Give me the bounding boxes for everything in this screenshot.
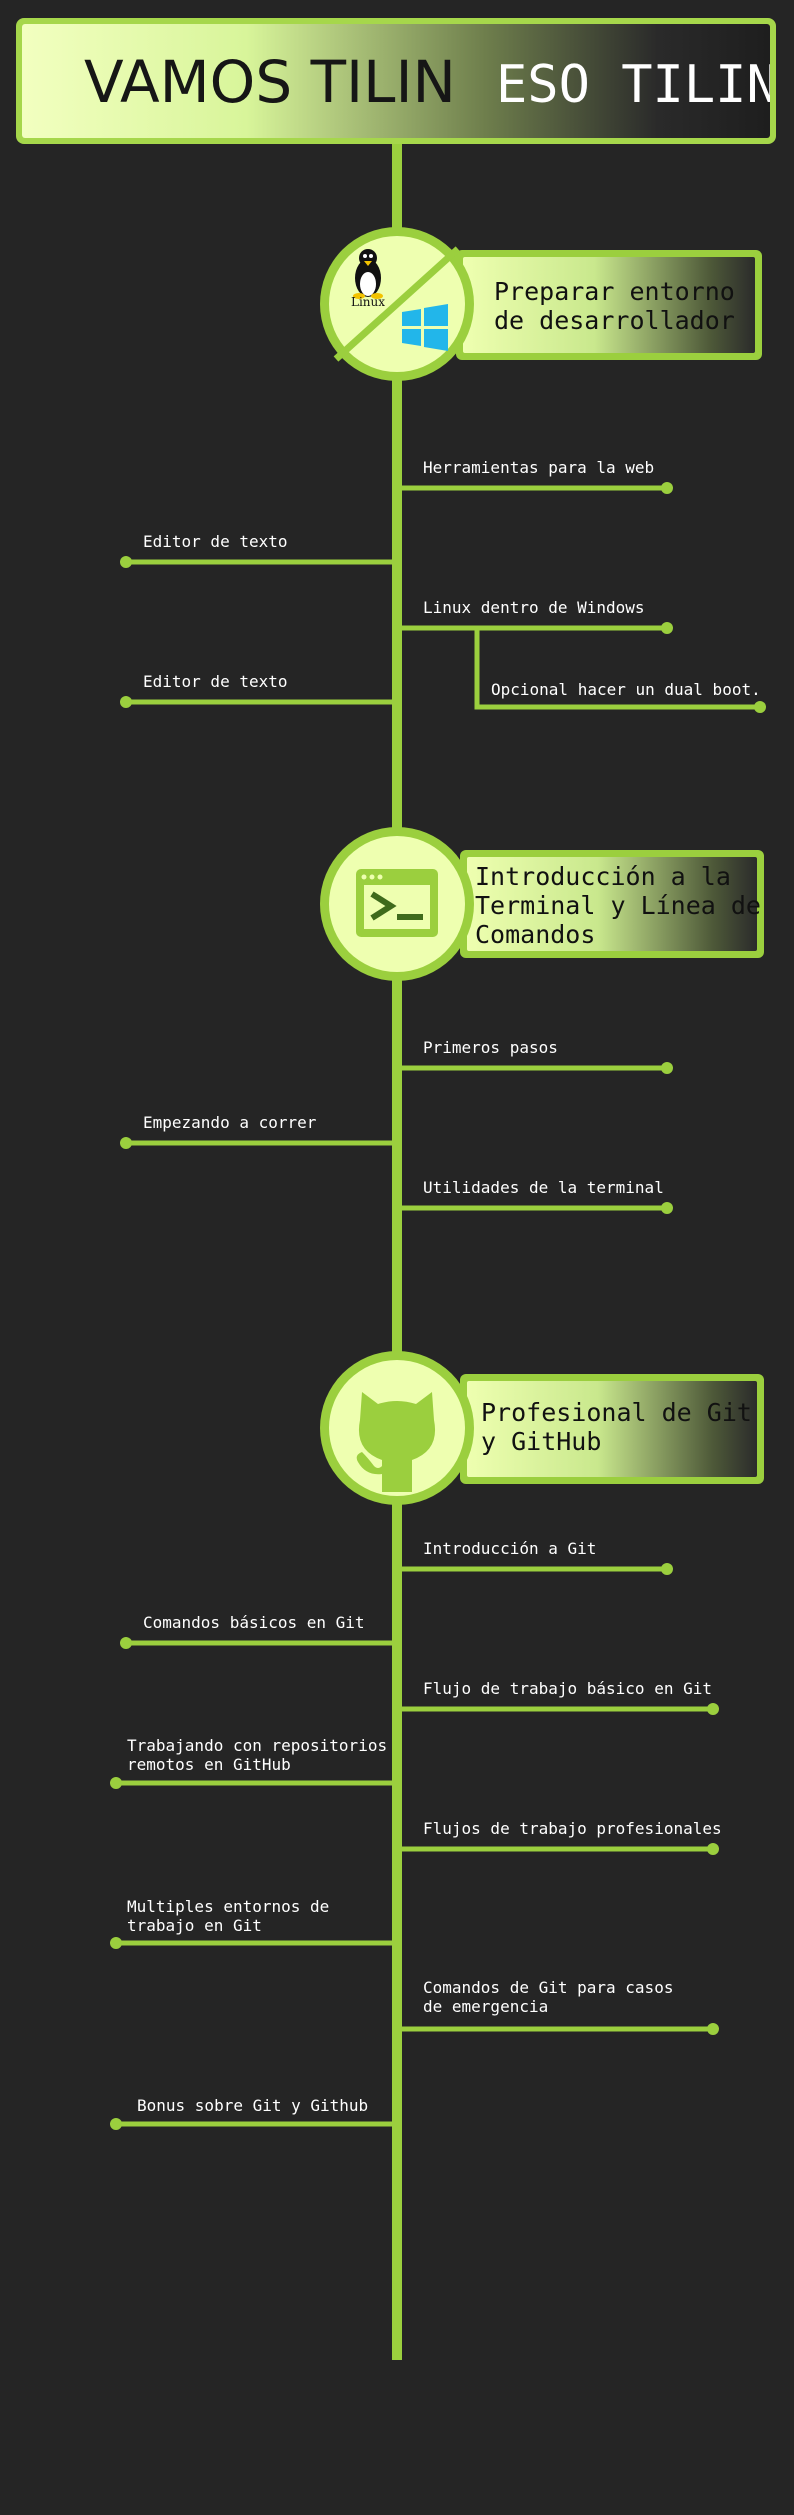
item-primeros-pasos: Primeros pasos xyxy=(423,1038,558,1057)
section-environment: Preparar entorno de desarrollador Linux xyxy=(120,227,766,713)
section-2-heading-fill xyxy=(467,857,757,951)
item-empezando-correr: Empezando a correr xyxy=(143,1113,317,1132)
item-bonus-git: Bonus sobre Git y Github xyxy=(137,2096,368,2115)
github-icon xyxy=(320,1351,474,1505)
title-banner-fill xyxy=(22,24,770,138)
item-flujo-basico: Flujo de trabajo básico en Git xyxy=(423,1679,712,1698)
section-3-heading: Profesional de Git y GitHub xyxy=(481,1398,767,1456)
section-git: Profesional de Git y GitHub Introducción… xyxy=(110,1351,767,2130)
tux-penguin-icon xyxy=(353,249,383,299)
item-comandos-emergencia: Comandos de Git para casos de emergencia xyxy=(423,1978,683,2016)
section-terminal: Introducción a la Terminal y Línea de Co… xyxy=(120,827,776,1214)
section-2-heading: Introducción a la Terminal y Línea de Co… xyxy=(475,862,776,949)
section-1-heading-fill xyxy=(463,257,755,353)
title-part2: ESO TILIN xyxy=(496,55,778,115)
item-herramientas-web: Herramientas para la web xyxy=(423,458,654,477)
item-flujos-profesionales: Flujos de trabajo profesionales xyxy=(423,1819,722,1838)
item-linux-windows: Linux dentro de Windows xyxy=(423,598,645,617)
item-repositorios-remotos: Trabajando con repositorios remotos en G… xyxy=(127,1736,397,1774)
title-banner: VAMOS TILIN ESO TILIN xyxy=(16,18,778,144)
item-dual-boot: Opcional hacer un dual boot. xyxy=(491,680,761,699)
linux-windows-icon: Linux xyxy=(320,227,474,381)
windows-logo-icon xyxy=(402,304,448,351)
item-editor-texto-2: Editor de texto xyxy=(143,672,288,691)
terminal-icon xyxy=(320,827,474,981)
section-1-heading: Preparar entorno de desarrollador xyxy=(494,277,750,335)
item-editor-texto-1: Editor de texto xyxy=(143,532,288,551)
item-introduccion-git: Introducción a Git xyxy=(423,1539,596,1558)
item-utilidades-terminal: Utilidades de la terminal xyxy=(423,1178,664,1197)
linux-label: Linux xyxy=(351,295,385,309)
item-multiples-entornos: Multiples entornos de trabajo en Git xyxy=(127,1897,339,1935)
section-3-heading-fill xyxy=(467,1381,757,1477)
title-part1: VAMOS TILIN xyxy=(84,48,456,116)
item-comandos-basicos: Comandos básicos en Git xyxy=(143,1613,365,1632)
